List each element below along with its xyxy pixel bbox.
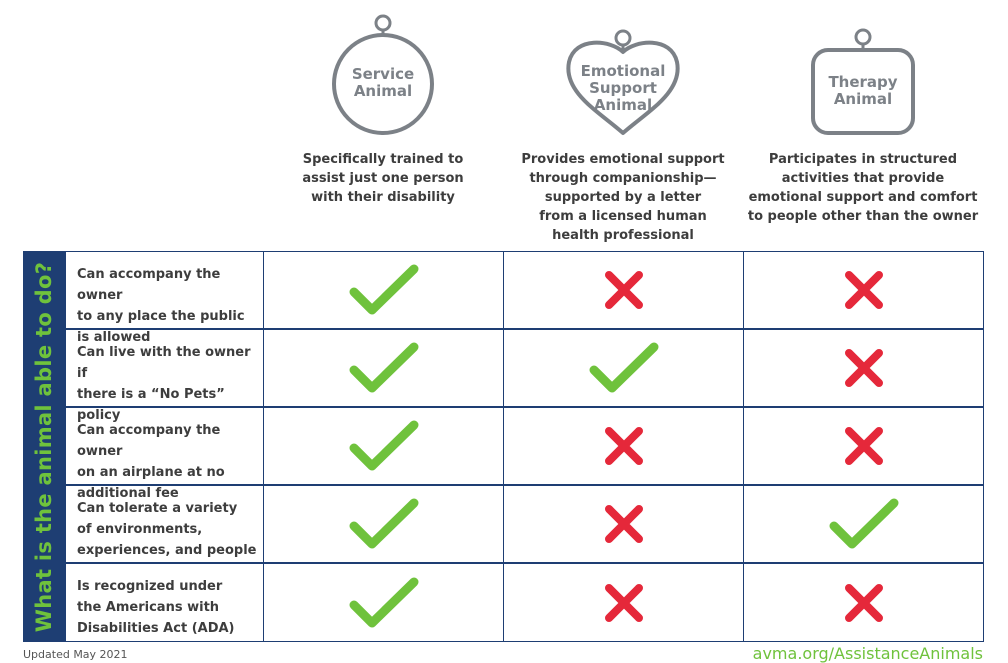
heart-tag-icon: [566, 29, 680, 135]
website-link[interactable]: avma.org/AssistanceAnimals: [752, 644, 983, 663]
answer-cell: [503, 407, 744, 485]
check-icon: [349, 420, 418, 471]
answer-cell: [743, 329, 984, 407]
cross-icon: [844, 583, 883, 622]
comparison-table: Can accompany the owner to any place the…: [65, 251, 984, 642]
row-question: Can tolerate a variety of environments, …: [65, 485, 264, 563]
tag-title: Service Animal: [351, 65, 415, 100]
cross-icon: [844, 271, 883, 309]
square-tag-icon: [811, 28, 915, 135]
cross-icon: [604, 583, 643, 622]
table-row: Can accompany the owner to any place the…: [65, 251, 984, 345]
row-question: Can accompany the owner to any place the…: [65, 251, 264, 345]
answer-cell: [743, 251, 984, 329]
check-icon: [349, 577, 418, 627]
side-label-text: What is the animal able to do?: [32, 261, 56, 632]
answer-cell: [263, 407, 504, 485]
column-description: Participates in structured activities th…: [747, 152, 979, 224]
answer-cell: [743, 407, 984, 485]
table-row: Is recognized under the Americans with D…: [65, 563, 984, 642]
side-label: What is the animal able to do?: [23, 251, 65, 642]
column-description: Specifically trained to assist just one …: [302, 152, 464, 205]
tag-title: Therapy Animal: [828, 73, 898, 108]
round-tag-icon: [332, 14, 434, 135]
row-question: Can accompany the owner on an airplane a…: [65, 407, 264, 501]
answer-cell: [263, 251, 504, 329]
row-question: Is recognized under the Americans with D…: [65, 563, 264, 642]
answer-cell: [503, 485, 744, 563]
column-description: Provides emotional support through compa…: [521, 152, 725, 243]
answer-cell: [263, 485, 504, 563]
answer-cell: [263, 329, 504, 407]
cross-icon: [604, 271, 643, 309]
answer-cell: [503, 563, 744, 642]
check-icon: [349, 342, 418, 393]
table-row: Can tolerate a variety of environments, …: [65, 485, 984, 563]
cross-icon: [604, 427, 643, 465]
check-icon: [589, 342, 658, 393]
cross-icon: [844, 349, 883, 387]
table-row: Can accompany the owner on an airplane a…: [65, 407, 984, 501]
side-label-bar: [23, 251, 65, 642]
check-icon: [349, 498, 418, 549]
answer-cell: [743, 485, 984, 563]
answer-cell: [503, 251, 744, 329]
column-header-emotional-support-animal: Emotional Support Animal Provides emotio…: [503, 0, 743, 250]
row-question: Can live with the owner if there is a “N…: [65, 329, 264, 423]
tag-title: Emotional Support Animal: [580, 62, 666, 114]
check-icon: [349, 264, 418, 315]
answer-cell: [263, 563, 504, 642]
cross-icon: [844, 427, 883, 465]
cross-icon: [604, 505, 643, 543]
check-icon: [829, 498, 898, 549]
table-row: Can live with the owner if there is a “N…: [65, 329, 984, 423]
updated-date: Updated May 2021: [23, 648, 128, 661]
column-header-therapy-animal: Therapy Animal Participates in structure…: [743, 0, 983, 250]
column-header-service-animal: Service Animal Specifically trained to a…: [263, 0, 503, 250]
answer-cell: [503, 329, 744, 407]
answer-cell: [743, 563, 984, 642]
